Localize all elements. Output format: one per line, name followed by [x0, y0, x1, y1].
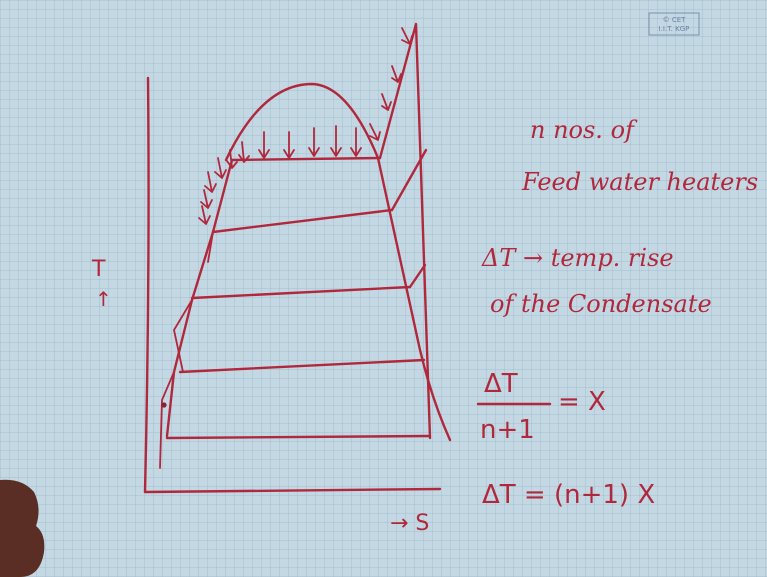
heat-arrow-7	[226, 149, 238, 169]
pressure-line-2	[211, 208, 394, 234]
heat-arrow-5	[350, 127, 362, 157]
pump-point	[161, 402, 167, 408]
note-dt-line1: ΔT → temp. rise	[481, 244, 674, 272]
heat-arrow-11	[198, 205, 211, 225]
notes-block: n nos. of Feed water heaters ΔT → temp. …	[476, 116, 758, 510]
heat-arrow-9	[204, 171, 217, 193]
heat-arrow-4	[330, 125, 342, 157]
note-dt-line2: of the Condensate	[490, 290, 712, 318]
note-n-line1: n nos. of	[530, 116, 638, 144]
liquid-line-zigzag	[173, 299, 193, 373]
heat-arrow-8	[214, 157, 227, 179]
superheat-step-2	[390, 148, 428, 212]
dome-top	[224, 82, 380, 162]
watermark-box	[648, 12, 700, 36]
superheat-line	[378, 22, 432, 440]
y-axis-arrow: ↑	[95, 287, 112, 311]
heat-arrow-6	[238, 141, 250, 163]
pressure-line-1	[230, 156, 382, 162]
heat-arrow-15	[401, 27, 413, 45]
presenter-hand	[0, 479, 45, 577]
y-axis-label: T	[91, 257, 106, 282]
heat-arrow-10	[200, 189, 213, 209]
x-axis-label: → S	[390, 511, 429, 536]
watermark-line1: © CET	[663, 16, 687, 24]
pressure-line-3	[190, 285, 412, 300]
heat-arrow-14	[391, 65, 402, 83]
fraction-result: = X	[558, 387, 606, 417]
heat-arrow-13	[381, 93, 392, 111]
hand-shape	[0, 479, 45, 577]
heat-addition-arrows	[198, 27, 413, 225]
superheat-step-3	[408, 263, 427, 289]
dome-right-branch	[376, 156, 452, 442]
heat-arrow-12	[369, 123, 381, 141]
note-n-line2: Feed water heaters	[521, 168, 758, 196]
watermark-line2: I.I.T. KGP	[659, 25, 690, 33]
final-equation: ΔT = (n+1) X	[482, 480, 655, 510]
liquid-line-tail	[159, 371, 175, 469]
cet-iitkgp-watermark: © CET I.I.T. KGP	[648, 12, 700, 36]
entropy-axis	[143, 487, 442, 494]
pressure-line-5	[165, 434, 432, 440]
pressure-line-4	[178, 358, 426, 374]
temperature-axis	[143, 76, 150, 494]
liquid-line-tick-1	[207, 231, 214, 263]
heat-arrow-3	[308, 127, 320, 157]
heat-arrow-2	[283, 131, 295, 159]
fraction-numerator: ΔT	[484, 369, 518, 399]
heat-arrow-1	[258, 131, 270, 159]
fraction-denominator: n+1	[480, 415, 535, 445]
